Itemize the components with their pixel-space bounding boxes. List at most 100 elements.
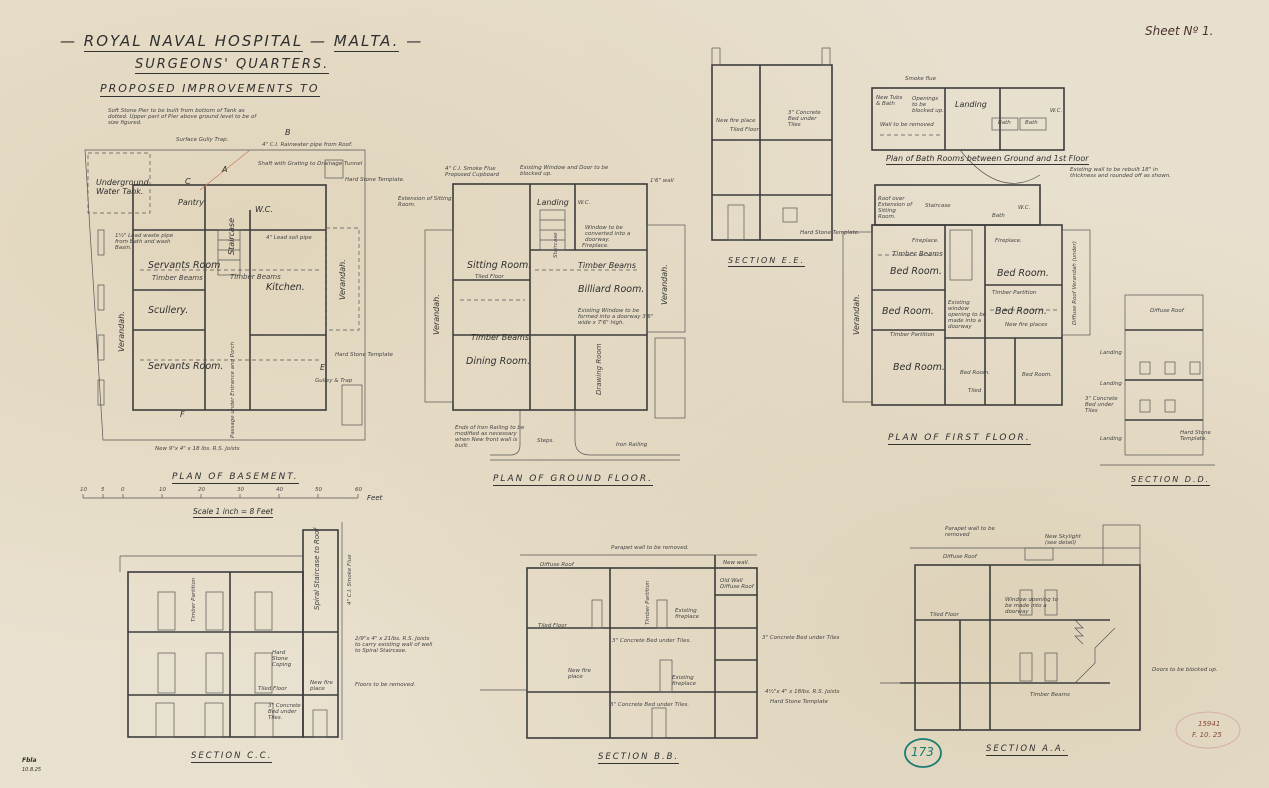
aa-note-window: Window opening to be made into a doorway bbox=[1005, 597, 1059, 615]
cc-note-partition: Timber Partition bbox=[191, 577, 197, 622]
dd-note-bed: 3" Concrete Bed under Tiles bbox=[1085, 396, 1118, 414]
dd-note-roof: Diffuse Roof bbox=[1150, 308, 1184, 314]
note-steps: Steps. bbox=[537, 438, 555, 444]
sheet-title: — ROYAL NAVAL HOSPITAL — MALTA. — bbox=[60, 32, 424, 52]
ff-note-newfire: New fire places bbox=[1005, 322, 1048, 328]
scale-label: Scale 1 inch = 8 Feet bbox=[193, 507, 274, 518]
bath-plan-lines bbox=[871, 87, 1065, 151]
scale-unit: Feet bbox=[367, 494, 383, 502]
ff-note-existing: Existing window opening to be made into … bbox=[948, 300, 987, 330]
ff-note-fire-2: Fireplace. bbox=[995, 238, 1022, 244]
bb-note-bed-1: 3" Concrete Bed under Tiles. bbox=[612, 638, 692, 644]
ff-room-bed-2: Bed Room. bbox=[997, 268, 1049, 279]
aa-note-roof: Diffuse Roof bbox=[943, 554, 977, 560]
section-mark-c: C bbox=[185, 177, 191, 186]
note-window-door: Window to be converted into a doorway. bbox=[585, 225, 631, 243]
section-mark-a: A bbox=[222, 165, 228, 174]
cc-note-spiral: Spiral Staircase to Roof bbox=[313, 528, 321, 610]
bath-note-wall: Wall to be removed bbox=[880, 122, 934, 128]
aa-note-parapet: Parapet wall to be removed bbox=[945, 526, 995, 538]
bath-note-existing: Existing wall to be rebuilt 18" in thick… bbox=[1070, 167, 1172, 179]
section-aa-title: SECTION A.A. bbox=[986, 744, 1068, 756]
ff-room-bed-7: Bed Room. bbox=[1022, 372, 1053, 378]
room-pantry: Pantry bbox=[178, 198, 204, 207]
dd-note-landing-1: Landing bbox=[1100, 350, 1122, 356]
ff-room-bed-5: Bed Room. bbox=[893, 362, 945, 373]
room-billiard: Billiard Room. bbox=[578, 284, 645, 295]
bb-note-newwall: New wall. bbox=[723, 560, 750, 566]
bb-note-oldwall: Old Wall Diffuse Roof bbox=[720, 578, 754, 590]
basement-plan-title: PLAN OF BASEMENT. bbox=[172, 472, 299, 484]
room-sitting: Sitting Room. bbox=[467, 260, 532, 271]
room-staircase-ground: Staircase bbox=[553, 232, 559, 258]
ee-note-bed: 3" Concrete Bed under Tiles bbox=[788, 110, 821, 128]
ff-room-wc: W.C. bbox=[1018, 205, 1031, 211]
scale-bar-lines bbox=[82, 494, 359, 499]
ff-room-verandah-left: Verandah. bbox=[852, 294, 861, 335]
section-cc-title: SECTION C.C. bbox=[191, 751, 273, 763]
note-railing: Iron Railing bbox=[616, 442, 648, 448]
room-verandah-right-ground: Verandah. bbox=[660, 264, 669, 305]
ff-note-timber: Timber Beams bbox=[892, 250, 943, 258]
cc-note-coping: Hard Stone Coping bbox=[272, 650, 292, 668]
note-blocked: Existing Window and Door to be blocked u… bbox=[520, 165, 609, 177]
section-cc-lines bbox=[119, 522, 343, 740]
bath-note-bath: New Tubs & Bath bbox=[876, 95, 903, 107]
ff-room-bed-1: Bed Room. bbox=[890, 266, 942, 277]
dd-note-landing-2: Landing bbox=[1100, 381, 1122, 387]
note-template: Hard Stone Template. bbox=[345, 177, 405, 183]
section-mark-f: F bbox=[180, 410, 185, 419]
bath-room-landing: Landing bbox=[955, 100, 987, 109]
cc-note-floors: Floors to be removed. bbox=[355, 682, 416, 688]
bath-room-wc: W.C. bbox=[1050, 108, 1063, 114]
ground-floor-plan-lines bbox=[424, 183, 686, 461]
bb-note-bed-3: 3" Concrete Bed under Tiles. bbox=[610, 702, 690, 708]
bath-room-bath-2: Bath bbox=[1025, 120, 1038, 126]
section-dd-lines bbox=[1100, 294, 1215, 466]
note-extension: Extension of Sitting Room. bbox=[398, 196, 452, 208]
bb-note-joist: 4½"x 4" x 18lbs. R.S. Joists bbox=[765, 689, 840, 695]
dd-note-template: Hard Stone Template. bbox=[1180, 430, 1211, 442]
room-verandah-left-ground: Verandah. bbox=[432, 294, 441, 335]
sheet-subtitle: SURGEONS' QUARTERS. bbox=[135, 57, 330, 74]
room-drawing: Drawing Room bbox=[595, 343, 603, 395]
aa-note-tiled: Tiled Floor bbox=[930, 612, 959, 618]
bath-note-smoke: Smoke flue bbox=[905, 76, 936, 82]
ff-note-partition-1: Timber Partition bbox=[992, 290, 1037, 296]
cc-note-bed: 3" Concrete Bed under Tiles. bbox=[268, 703, 301, 721]
cc-note-flue: 4" C.I. Smoke Flue bbox=[347, 554, 353, 605]
room-tank: Underground Water Tank. bbox=[96, 178, 149, 196]
drawing-number: 173 bbox=[911, 745, 934, 759]
note-joists: New 9"x 4" x 18 lbs. R.S. Joists bbox=[155, 446, 240, 452]
note-timber-1: Timber Beams bbox=[152, 274, 203, 282]
note-pier: Soft Stone Pier to be built from bottom … bbox=[108, 108, 257, 126]
note-fireplace: Fireplace. bbox=[582, 243, 609, 249]
ff-room-staircase: Staircase bbox=[925, 203, 951, 209]
section-ee-title: SECTION E.E. bbox=[728, 256, 805, 267]
ff-room-bed-6: Bed Room. bbox=[960, 370, 991, 376]
note-template-2: Hard Stone Template bbox=[335, 352, 393, 358]
ff-note-tiled: Tiled bbox=[968, 388, 982, 394]
note-trap: Gulley & Trap bbox=[315, 378, 353, 384]
bath-note-openings: Openings to be blocked up. bbox=[912, 96, 944, 114]
first-floor-plan-lines bbox=[842, 149, 1091, 406]
bb-note-bed-2: 3" Concrete Bed under Tiles bbox=[762, 635, 840, 641]
room-wc: W.C. bbox=[255, 205, 273, 214]
initials-date: 10.8.25 bbox=[22, 767, 42, 773]
room-servants-2: Servants Room. bbox=[148, 361, 224, 372]
note-waste: 1½" Lead waste pipe from Bath and wash B… bbox=[115, 233, 174, 251]
note-passage: Passage under Entrance and Porch bbox=[230, 341, 236, 438]
section-mark-b: B bbox=[285, 128, 291, 137]
ff-room-bath: Bath bbox=[992, 213, 1005, 219]
note-soil: 4" Lead soil pipe bbox=[266, 235, 312, 241]
bb-note-template: Hard Stone Template bbox=[770, 699, 828, 705]
section-mark-e: E bbox=[320, 363, 326, 372]
ff-room-bed-4: Bed Room. bbox=[995, 306, 1047, 317]
cc-note-tiled: Tiled Floor bbox=[258, 686, 287, 692]
bb-note-newfire: New fire place bbox=[568, 668, 591, 680]
ground-floor-plan-title: PLAN OF GROUND FLOOR. bbox=[493, 474, 653, 486]
note-wall: 1'6" wall bbox=[650, 178, 674, 184]
ff-note-partition-2: Timber Partition bbox=[890, 332, 935, 338]
room-landing: Landing bbox=[537, 198, 569, 207]
